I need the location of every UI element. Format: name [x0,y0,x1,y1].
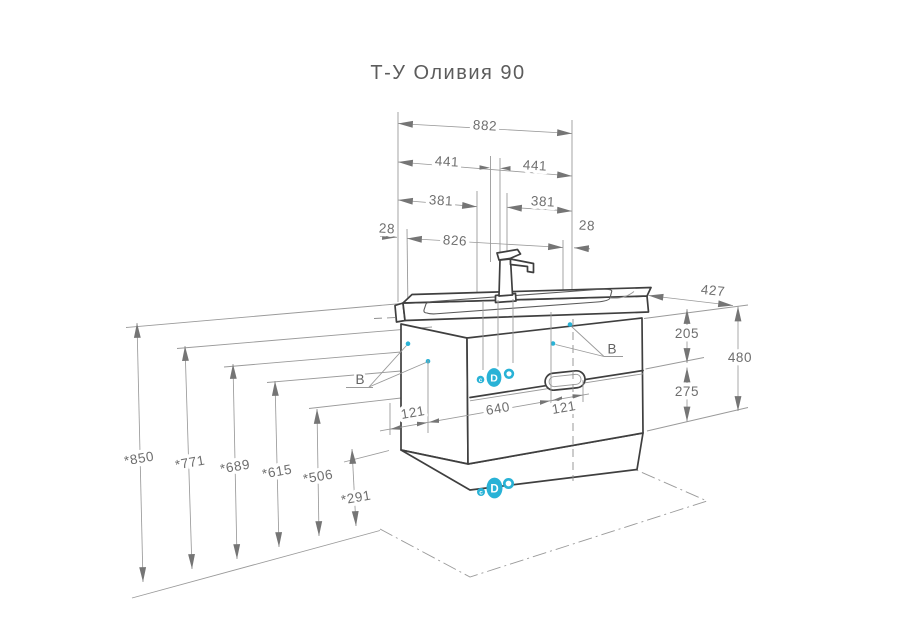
dim-line-506 [313,408,323,537]
cabinet-front-face [466,317,644,465]
arrowhead [551,396,562,401]
fastening-point-dot [405,341,411,347]
callout-b-label: В [607,342,616,357]
arrowhead [540,400,551,405]
dim-line-faucet-offset-left [397,197,478,209]
siphon-symbol-small [477,488,485,496]
fastening-point-dot [567,322,573,327]
wall-line-689 [223,351,402,368]
washbasin [373,286,652,323]
siphon-letter: c [479,490,483,497]
wall-line-291 [343,450,390,463]
drain-symbols-bottom: c D [477,477,515,499]
dim-line-615 [271,380,283,548]
dim-line-halves [397,159,573,179]
wall-line-771 [176,326,433,349]
dim-label-506: *506 [302,466,334,486]
dim-label-689: *689 [219,456,251,476]
arrowhead [572,394,583,399]
faucet-spout [509,258,535,274]
dim-line-291 [349,448,359,527]
dim-label-edge-left: 28 [379,221,396,237]
wall-reference-lines [125,303,433,599]
dim-label-total-height: 480 [728,350,752,365]
dim-line-overall-width [397,120,573,137]
overflow-symbol-ring [502,477,515,490]
arrowhead [417,421,428,427]
drain-letter: D [490,373,498,385]
drain-letter: D [490,483,498,495]
extension-line-top [643,304,749,319]
dim-label-771: *771 [174,452,206,472]
floor-footprint-outline [379,468,709,578]
dim-line-771 [182,345,195,570]
wall-line-850 [125,303,403,328]
drawing-title: Т-У Оливия 90 [370,62,525,84]
leader-line [368,345,407,388]
arrowhead [479,165,490,170]
dim-line-basin-width [406,235,564,251]
dim-label-drawer-bottom: 275 [675,384,699,399]
siphon-symbol-small [476,375,485,384]
dim-line-faucet-offset-right [506,204,573,214]
callout-b-right: В [550,322,623,359]
basin-deck-curve [609,291,635,299]
dim-label-basin-width: 826 [442,232,467,248]
siphon-letter: c [479,378,483,384]
cabinet [400,317,644,491]
wall-line-506 [308,397,402,409]
faucet [494,248,535,304]
dim-label-291: *291 [340,487,372,507]
dim-label-615: *615 [261,461,293,481]
dim-label-850: *850 [123,448,155,468]
basin-bowl-rim [423,288,613,315]
arrowhead [428,418,439,423]
dim-label-faucet-offset-left: 381 [428,192,453,208]
floor-baseline [131,530,381,599]
cabinet-side-panel [400,323,469,465]
drain-symbol-main [486,368,502,387]
wall-line-615 [266,370,402,383]
drain-symbol-main [486,477,503,499]
dim-tail-edge-left [379,233,398,240]
callout-b-left: В [346,341,431,390]
dim-label-half-left: 441 [434,153,459,169]
callout-b-label: В [355,372,364,387]
dim-line-689 [229,363,241,560]
right-dimensions: 427 205 275 480 [643,278,755,432]
dim-tail-edge-right [573,245,591,253]
leader-line [571,326,605,357]
leader-line [555,344,605,357]
top-dimensions: 882 441 441 381 381 28 826 28 [375,112,599,315]
dim-label-edge-right: 28 [579,218,596,234]
fastening-point-dot [550,341,556,346]
drain-symbols-mid: c D [476,299,515,387]
dim-label-faucet-offset-right: 381 [530,193,555,209]
arrowhead [390,425,401,430]
drawer-handle-outer [544,369,586,392]
arrowhead [500,166,511,171]
extension-line-divider [645,357,705,370]
handle [544,369,586,392]
dim-line-depth [648,293,734,308]
dim-label-overall-width: 882 [472,117,497,133]
leader-line [368,362,427,388]
faucet-lever [496,248,522,261]
extension-line-bottom [646,407,749,432]
dim-label-depth: 427 [700,282,726,299]
cabinet-bottom-panel [400,432,644,491]
dim-line-850 [133,322,147,583]
drawer-handle-inner [548,373,582,388]
overflow-symbol-ring [503,368,515,379]
dim-label-drawer-top: 205 [675,326,699,341]
dim-label-half-right: 441 [522,157,547,173]
